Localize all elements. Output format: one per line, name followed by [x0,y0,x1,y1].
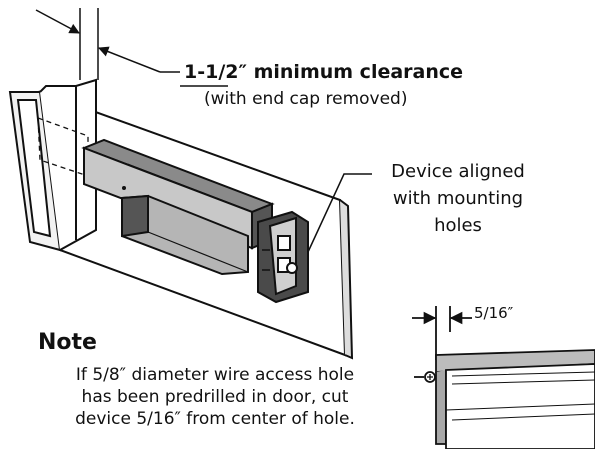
clearance-title: 1-1/2″ minimum clearance [184,61,464,83]
note-line-1: If 5/8″ diameter wire access hole [75,365,355,385]
clearance-dimension [35,8,228,87]
note-line-3: device 5/16″ from center of hole. [75,409,355,429]
note-line-2: has been predrilled in door, cut [81,387,349,407]
detail-view [412,306,595,449]
note-title: Note [38,330,97,355]
device-label-line-1: Device aligned [391,161,525,182]
door-frame [8,78,97,252]
clearance-subtitle: (with end cap removed) [204,89,408,109]
screw-icon [122,186,126,190]
device-label-line-2: with mounting [392,188,524,209]
device-label-line-3: holes [434,215,482,236]
detail-dimension-label: 5/16″ [474,304,514,322]
device-label-leader [307,173,372,253]
mounting-bracket [257,210,309,304]
